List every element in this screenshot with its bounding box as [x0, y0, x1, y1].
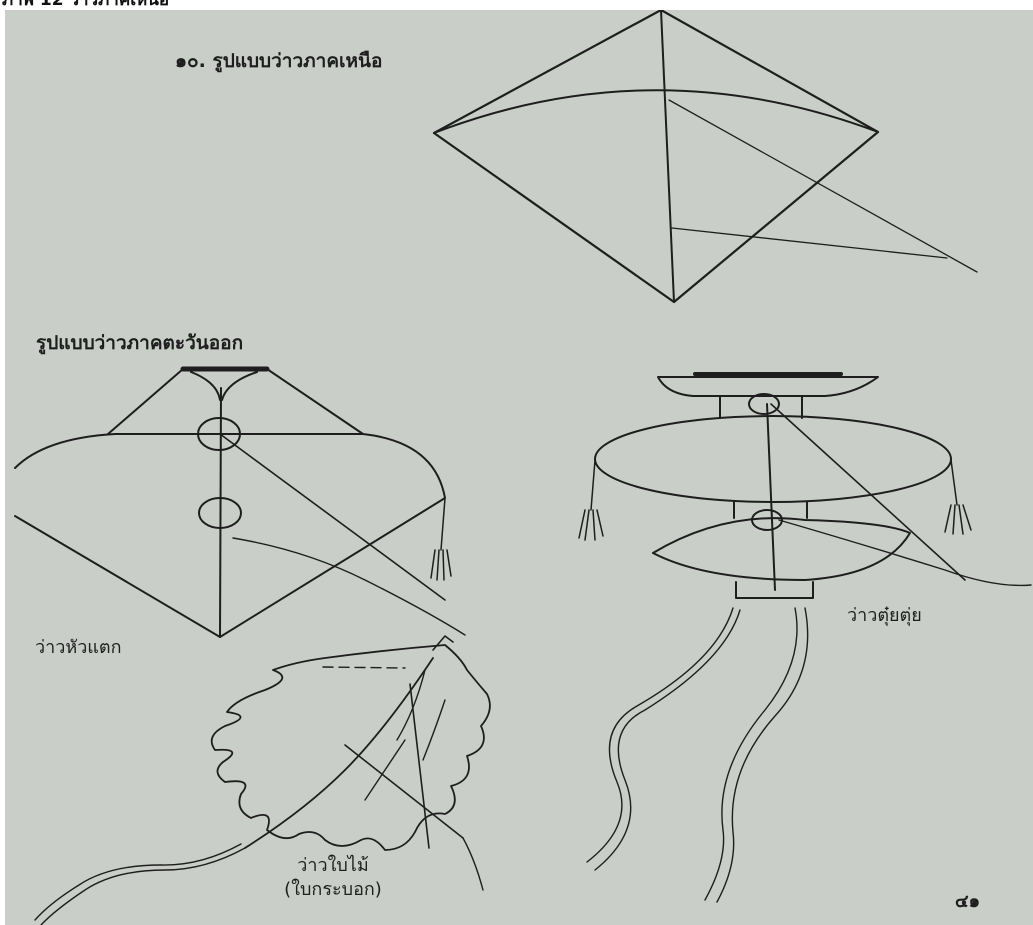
kite-drawings	[5, 10, 1033, 925]
bai-mai-kite-drawing	[35, 636, 490, 925]
tui-tui-kite-drawing	[579, 374, 1031, 902]
north-kite-drawing	[434, 10, 977, 302]
hua-taek-kite-label: ว่าวหัวแตก	[35, 632, 121, 661]
tui-tui-kite-label: ว่าวตุ๋ยตุ่ย	[847, 600, 922, 629]
hua-taek-kite-drawing	[15, 369, 465, 637]
header-title: ภาพ 12 ว่าวภาคเหนือ	[2, 0, 169, 9]
scanned-page: ๑๐. รูปแบบว่าวภาคเหนือ รูปแบบว่าวภาคตะวั…	[5, 10, 1033, 925]
header-bar: ภาพ 12 ว่าวภาคเหนือ	[0, 0, 1033, 10]
page-number: ๔๑	[955, 886, 980, 915]
east-kite-heading: รูปแบบว่าวภาคตะวันออก	[36, 328, 243, 358]
north-kite-heading: ๑๐. รูปแบบว่าวภาคเหนือ	[175, 46, 382, 76]
bai-mai-kite-sublabel: (ใบกระบอก)	[284, 874, 382, 903]
